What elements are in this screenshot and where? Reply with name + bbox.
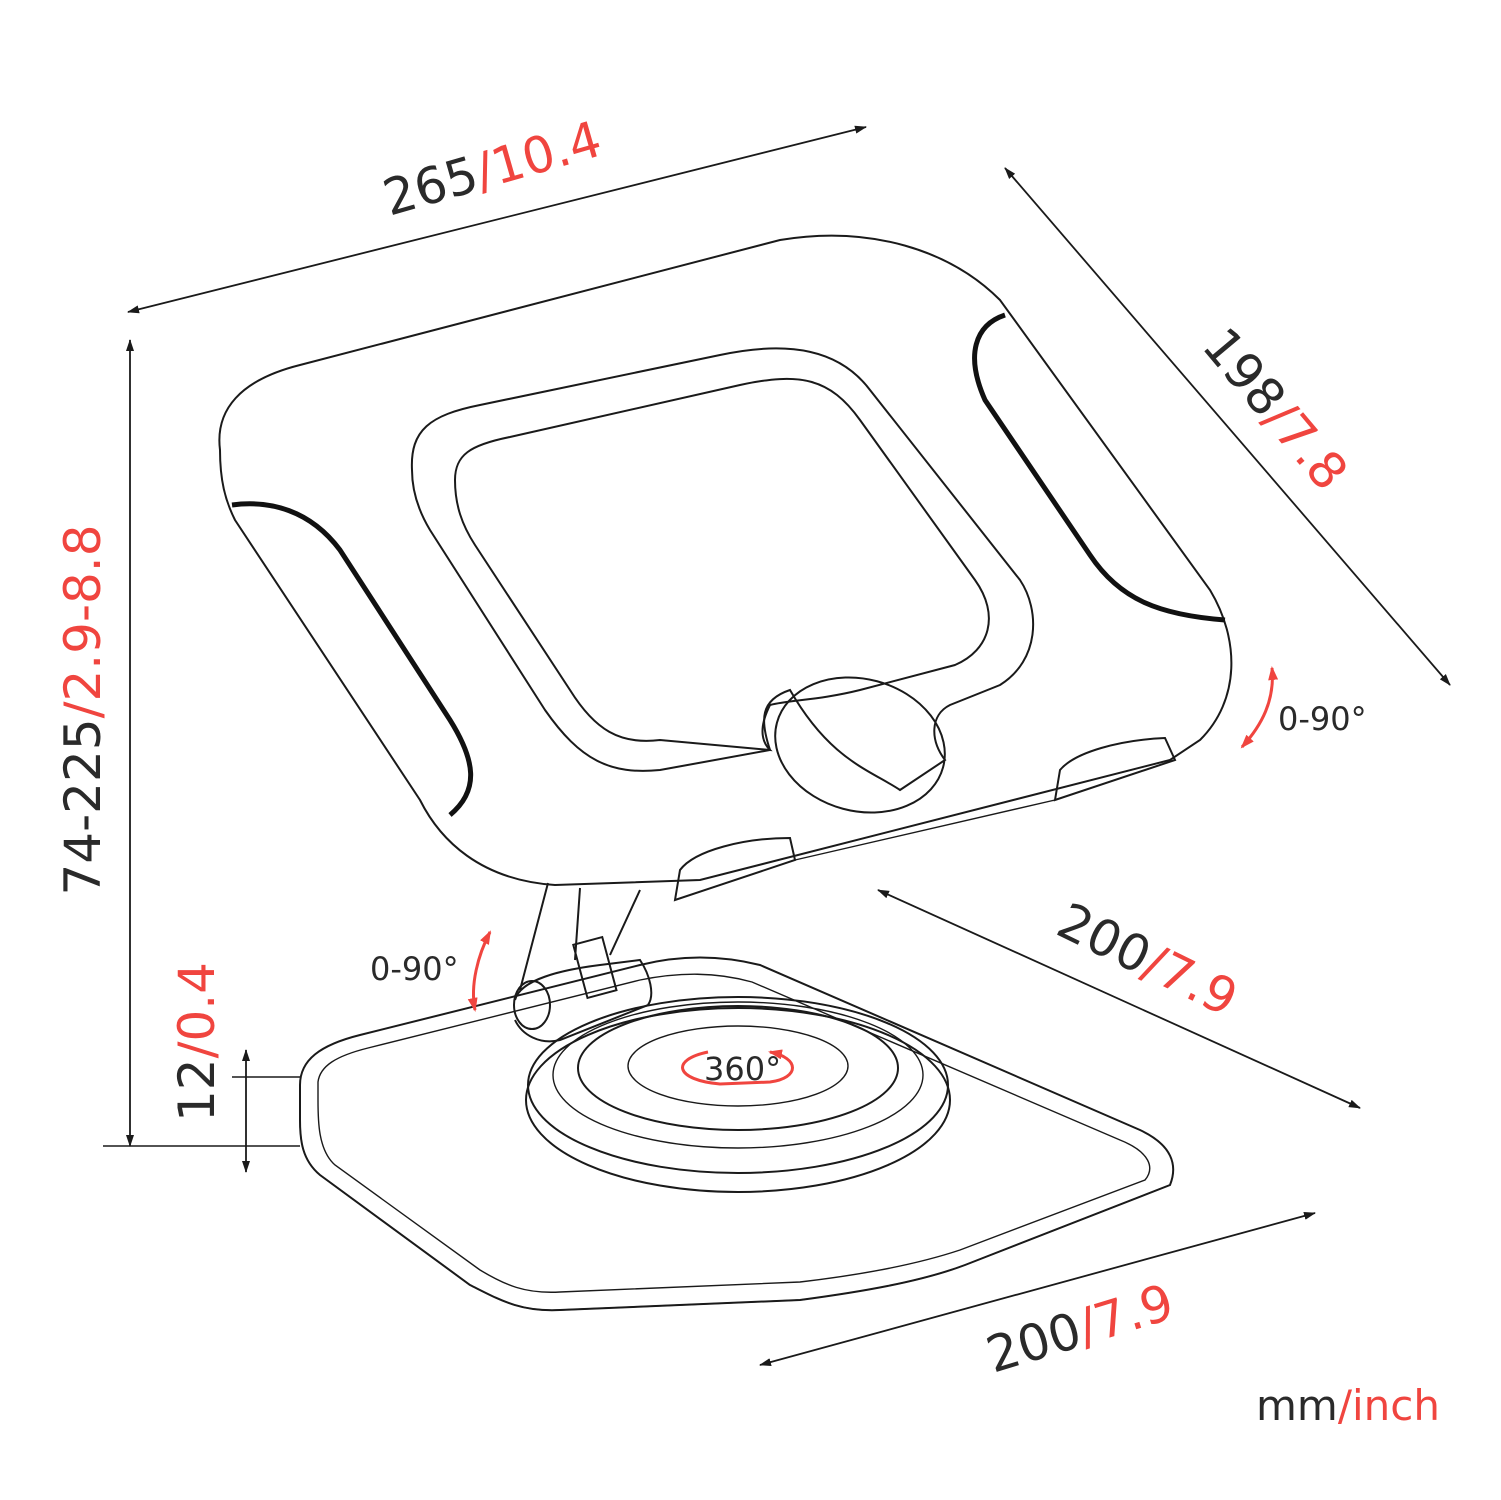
base-width-label: 200/7.9 xyxy=(980,1273,1180,1385)
top-platform xyxy=(218,234,1233,902)
rotation-arrow xyxy=(681,1049,794,1086)
height-inch: /2.9-8.8 xyxy=(54,524,112,718)
thickness-mm: 12 xyxy=(168,1058,226,1122)
base-plate xyxy=(299,956,1175,1312)
base-depth-dimension-line xyxy=(877,889,1361,1109)
base-width-inch: /7.9 xyxy=(1071,1273,1180,1357)
depth-dimension-line xyxy=(1004,167,1451,686)
tilt-arm-angle: 0-90° xyxy=(370,950,459,988)
tilt-top-angle: 0-90° xyxy=(1278,700,1367,738)
units-label: mm/inch xyxy=(1256,1381,1440,1430)
units-inch: /inch xyxy=(1338,1381,1440,1430)
turntable xyxy=(525,996,951,1193)
height-label: 74-225/2.9-8.8 xyxy=(54,524,112,895)
width-inch: /10.4 xyxy=(469,110,608,201)
hinge-arm xyxy=(513,882,653,1043)
thickness-label: 12/0.4 xyxy=(168,962,226,1122)
base-width-mm: 200 xyxy=(980,1301,1088,1384)
height-mm: 74-225 xyxy=(54,718,112,895)
depth-label: 198/7.8 xyxy=(1191,317,1359,501)
base-depth-label: 200/7.9 xyxy=(1049,892,1247,1028)
width-label: 265/10.4 xyxy=(377,110,608,227)
thickness-inch: /0.4 xyxy=(168,962,226,1058)
width-mm: 265 xyxy=(377,145,485,227)
units-mm: mm xyxy=(1256,1381,1338,1430)
rotation-angle: 360° xyxy=(704,1050,781,1088)
base-width-dimension-line xyxy=(759,1212,1316,1366)
tilt-top-arrow xyxy=(1240,666,1279,749)
width-dimension-line xyxy=(127,125,867,314)
tilt-arm-arrow xyxy=(467,930,492,1012)
